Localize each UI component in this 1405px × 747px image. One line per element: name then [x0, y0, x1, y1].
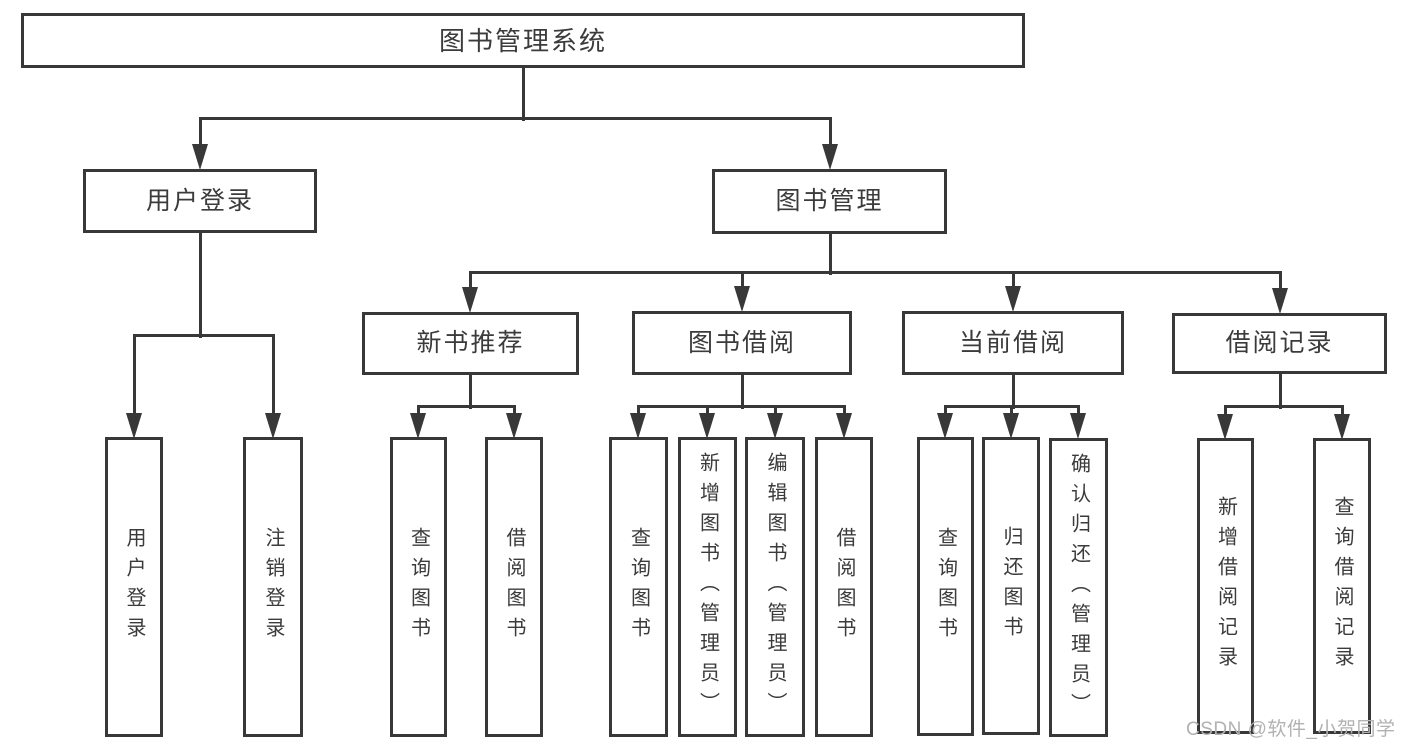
connector-0-bar	[198, 116, 832, 120]
connector-1-arrowhead-1	[734, 286, 750, 312]
label-new-book-rec: 新书推荐	[416, 329, 525, 357]
label-leaf-cur-return: 归还图书	[1000, 526, 1022, 646]
connector-3-drop-1	[512, 406, 516, 415]
connector-0-arrowhead-1	[822, 144, 838, 170]
box-book-mgmt: 图书管理	[712, 169, 947, 234]
box-leaf-rec-query: 查询图书	[390, 437, 447, 737]
connector-1-arrowhead-3	[1272, 288, 1288, 314]
connector-4-drop-2	[773, 406, 777, 415]
connector-4-arrowhead-1	[699, 413, 715, 439]
connector-2-stem	[198, 233, 202, 338]
label-leaf-rec-query: 查询图书	[407, 527, 430, 647]
connector-5-arrowhead-1	[1003, 413, 1019, 439]
box-leaf-bor-query: 查询图书	[609, 437, 668, 737]
box-leaf-bor-borrow: 借阅图书	[815, 437, 873, 737]
label-leaf-brec-query: 查询借阅记录	[1331, 496, 1353, 676]
connector-1-stem	[828, 234, 832, 275]
connector-5-arrowhead-2	[1070, 413, 1086, 439]
connector-2-arrowhead-1	[265, 413, 281, 439]
connector-4-arrowhead-0	[630, 413, 646, 439]
connector-5-drop-0	[943, 406, 947, 415]
box-new-book-rec: 新书推荐	[362, 312, 579, 375]
box-book-borrow: 图书借阅	[632, 311, 852, 375]
box-leaf-user-login: 用户登录	[105, 437, 163, 737]
box-leaf-logout: 注销登录	[243, 437, 303, 737]
box-root: 图书管理系统	[21, 13, 1025, 68]
connector-5-drop-2	[1076, 406, 1080, 415]
label-leaf-logout: 注销登录	[262, 527, 284, 647]
connector-2-drop-0	[132, 335, 136, 415]
connector-3-arrowhead-1	[506, 413, 522, 439]
label-book-borrow: 图书借阅	[687, 328, 796, 357]
connector-4-arrowhead-3	[836, 413, 852, 439]
label-leaf-bor-query: 查询图书	[627, 527, 650, 647]
box-leaf-cur-confirm: 确认归还（管理员）	[1049, 438, 1108, 737]
connector-5-arrowhead-0	[937, 413, 953, 439]
box-leaf-bor-edit: 编辑图书（管理员）	[745, 437, 805, 737]
connector-6-drop-1	[1340, 406, 1344, 416]
connector-6-arrowhead-1	[1334, 414, 1350, 440]
connector-1-arrowhead-0	[462, 287, 478, 313]
label-book-mgmt: 图书管理	[775, 187, 884, 215]
box-user-login: 用户登录	[83, 169, 317, 233]
label-leaf-bor-borrow: 借阅图书	[833, 527, 855, 647]
connector-0-stem	[521, 68, 525, 121]
label-borrow-records: 借阅记录	[1225, 329, 1334, 357]
box-current-borrow: 当前借阅	[902, 311, 1124, 375]
label-root: 图书管理系统	[438, 25, 607, 56]
connector-1-drop-0	[468, 272, 472, 289]
connector-1-drop-2	[1011, 272, 1015, 288]
connector-4-stem	[740, 375, 744, 409]
box-leaf-rec-borrow: 借阅图书	[485, 437, 543, 737]
connector-5-drop-1	[1009, 406, 1013, 415]
connector-1-arrowhead-2	[1005, 286, 1021, 312]
connector-4-drop-0	[636, 406, 640, 415]
connector-4-drop-3	[842, 406, 846, 415]
box-leaf-brec-add: 新增借阅记录	[1197, 438, 1254, 734]
connector-3-stem	[468, 375, 472, 409]
label-leaf-rec-borrow: 借阅图书	[503, 527, 525, 647]
connector-6-bar	[1223, 404, 1344, 408]
connector-6-stem	[1278, 374, 1282, 409]
connector-2-arrowhead-0	[126, 413, 142, 439]
label-leaf-user-login: 用户登录	[123, 527, 145, 647]
label-leaf-brec-add: 新增借阅记录	[1214, 496, 1237, 676]
connector-0-arrowhead-0	[192, 144, 208, 170]
box-leaf-cur-query: 查询图书	[917, 437, 974, 736]
connector-2-drop-1	[271, 335, 275, 415]
connector-0-drop-1	[828, 118, 832, 146]
connector-4-drop-1	[705, 406, 709, 415]
label-user-login: 用户登录	[145, 186, 254, 215]
label-leaf-cur-query: 查询图书	[934, 526, 957, 647]
watermark: CSDN @软件_小贺同学	[1186, 719, 1396, 740]
box-leaf-brec-query: 查询借阅记录	[1313, 438, 1371, 734]
connector-1-bar	[468, 270, 1282, 274]
connector-3-bar	[416, 404, 516, 408]
label-leaf-bor-edit: 编辑图书（管理员）	[764, 452, 786, 722]
connector-6-arrowhead-0	[1217, 414, 1233, 440]
connector-3-arrowhead-0	[410, 413, 426, 439]
connector-4-bar	[636, 404, 846, 408]
label-leaf-cur-confirm: 确认归还（管理员）	[1067, 452, 1090, 723]
connector-1-drop-3	[1278, 272, 1282, 290]
box-leaf-cur-return: 归还图书	[982, 437, 1040, 735]
box-leaf-bor-add: 新增图书（管理员）	[678, 437, 737, 737]
connector-4-arrowhead-2	[767, 413, 783, 439]
connector-3-drop-0	[416, 406, 420, 415]
connector-6-drop-0	[1223, 406, 1227, 416]
label-current-borrow: 当前借阅	[958, 328, 1067, 357]
connector-1-drop-1	[740, 272, 744, 288]
label-leaf-bor-add: 新增图书（管理员）	[696, 452, 719, 722]
connector-2-bar	[132, 333, 275, 337]
connector-0-drop-0	[198, 118, 202, 146]
box-borrow-records: 借阅记录	[1172, 313, 1387, 374]
connector-5-stem	[1011, 375, 1015, 409]
